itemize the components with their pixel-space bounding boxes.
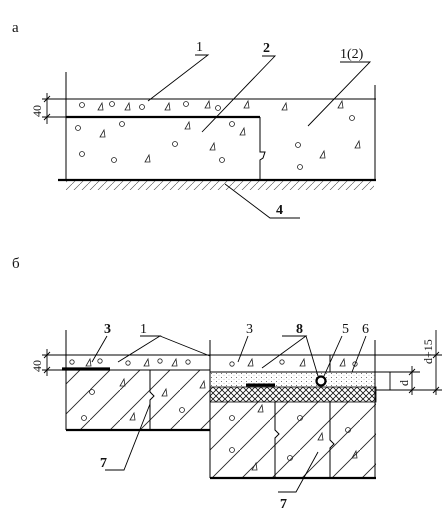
left-slab-hatch xyxy=(66,370,210,430)
panel-a-letter: а xyxy=(12,20,19,36)
insulation-layer xyxy=(209,386,377,403)
dimension-40-b-label: 40 xyxy=(30,360,44,372)
callout-b-7-left: 7 xyxy=(100,456,107,471)
dimension-40-a xyxy=(42,93,66,124)
callout-b-5: 5 xyxy=(342,322,349,337)
right-slab-hatch xyxy=(210,402,376,478)
dimension-40-b xyxy=(42,349,66,376)
sand-layer xyxy=(210,372,376,387)
leaders-b xyxy=(91,335,367,493)
slab-b-aggregate xyxy=(81,377,358,471)
dimension-d15-label: d+15 xyxy=(421,339,435,364)
dimension-d-label: d xyxy=(397,380,411,386)
panel-b: б xyxy=(12,256,442,512)
dimension-right xyxy=(376,330,442,395)
ground-hatch xyxy=(66,181,374,190)
callout-a-4: 4 xyxy=(276,203,283,218)
panel-a: а xyxy=(12,20,376,219)
callout-b-6: 6 xyxy=(362,322,369,337)
panel-b-letter: б xyxy=(12,256,20,272)
callout-b-3-right: 3 xyxy=(246,322,253,337)
slab-seam xyxy=(259,117,266,180)
heating-pipe xyxy=(315,375,327,387)
callout-a-1: 1 xyxy=(196,40,203,55)
leaders-a xyxy=(147,54,372,219)
dimension-40-a-label: 40 xyxy=(30,105,44,117)
callout-b-3-left: 3 xyxy=(104,322,111,337)
callout-a-1-2: 1(2) xyxy=(340,47,364,62)
callout-b-1: 1 xyxy=(140,322,147,337)
slab-aggregate xyxy=(75,99,361,170)
callout-b-7-right: 7 xyxy=(280,497,287,512)
callout-b-8: 8 xyxy=(296,322,303,337)
screed-aggregate xyxy=(79,99,250,111)
screed-b-aggregate xyxy=(69,357,358,367)
callout-a-2: 2 xyxy=(263,41,270,56)
